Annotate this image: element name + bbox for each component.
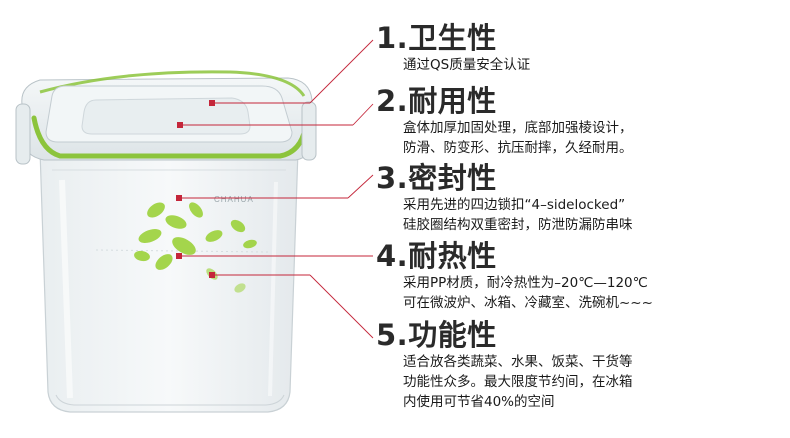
feature-desc-line: 采用PP材质，耐冷热性为–20℃—120℃ bbox=[403, 275, 648, 291]
container-body bbox=[39, 149, 299, 413]
feature-durability: 2.耐用性 盒体加厚加固处理，底部加强棱设计， 防滑、防变形、抗压耐摔，久经耐用… bbox=[376, 84, 786, 158]
locking-clip-left bbox=[15, 103, 31, 165]
leader-5 bbox=[209, 272, 374, 339]
locking-clip-right bbox=[301, 101, 317, 161]
feature-desc-line: 硅胶圈结构双重密封，防泄防漏防串味 bbox=[403, 217, 633, 233]
feature-title: 4.耐热性 bbox=[376, 239, 497, 273]
feature-title: 2.耐用性 bbox=[376, 84, 497, 118]
leader-4 bbox=[176, 253, 373, 259]
feature-heat-resistance: 4.耐热性 采用PP材质，耐冷热性为–20℃—120℃ 可在微波炉、冰箱、冷藏室… bbox=[376, 239, 786, 313]
brand-mark: CHAHUA bbox=[214, 195, 254, 204]
food-container-illustration: CHAHUA bbox=[15, 70, 317, 413]
feature-title: 5.功能性 bbox=[376, 318, 497, 352]
feature-desc-line: 采用先进的四边锁扣“4–sidelocked” bbox=[403, 197, 626, 213]
leaf-pattern bbox=[134, 202, 257, 293]
leader-1 bbox=[209, 39, 374, 106]
feature-desc-line: 盒体加厚加固处理，底部加强棱设计， bbox=[403, 120, 633, 136]
feature-title: 3.密封性 bbox=[376, 161, 497, 195]
feature-desc-line: 通过QS质量安全认证 bbox=[403, 57, 531, 73]
feature-desc-line: 内使用可节省40%的空间 bbox=[403, 394, 555, 410]
feature-functionality: 5.功能性 适合放各类蔬菜、水果、饭菜、干货等 功能性众多。最大限度节约间，在冰… bbox=[376, 318, 786, 412]
feature-hygiene: 1.卫生性 通过QS质量安全认证 bbox=[376, 21, 786, 75]
feature-title: 1.卫生性 bbox=[376, 21, 497, 55]
feature-desc-line: 可在微波炉、冰箱、冷藏室、洗碗机~~~ bbox=[403, 295, 653, 311]
feature-desc-line: 适合放各类蔬菜、水果、饭菜、干货等 bbox=[403, 354, 633, 370]
feature-sealing: 3.密封性 采用先进的四边锁扣“4–sidelocked” 硅胶圈结构双重密封，… bbox=[376, 161, 786, 235]
feature-desc-line: 功能性众多。最大限度节约间，在冰箱 bbox=[403, 374, 633, 390]
leader-2 bbox=[177, 103, 374, 128]
feature-desc-line: 防滑、防变形、抗压耐摔，久经耐用。 bbox=[403, 140, 633, 156]
leader-3 bbox=[176, 174, 374, 201]
